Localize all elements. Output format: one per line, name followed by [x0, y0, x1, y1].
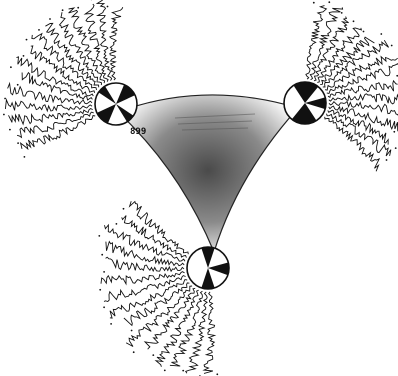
seismogram-trace	[97, 0, 112, 81]
seismogram-trace	[101, 272, 185, 284]
trace-end-mark	[152, 354, 154, 356]
trace-end-mark	[99, 289, 101, 291]
seismogram-trace	[329, 94, 398, 104]
trace-end-mark	[391, 45, 393, 47]
trace-end-mark	[313, 2, 315, 4]
trace-end-mark	[131, 330, 133, 332]
trace-end-mark	[393, 131, 395, 133]
trace-end-mark	[133, 351, 135, 353]
trace-end-mark	[3, 114, 5, 116]
trace-end-mark	[386, 159, 388, 161]
trace-end-mark	[62, 9, 64, 11]
seismogram-trace	[130, 201, 189, 254]
trace-end-mark	[24, 156, 26, 158]
seismogram-trace	[327, 114, 391, 156]
seismogram-trace	[306, 6, 327, 80]
trace-end-mark	[98, 235, 100, 237]
shaded-triangle	[118, 95, 298, 252]
trace-end-mark	[341, 12, 343, 14]
trace-end-mark	[26, 39, 28, 41]
seismogram-trace	[325, 57, 398, 90]
trace-end-mark	[328, 1, 330, 3]
trace-end-mark	[216, 373, 218, 375]
seismogram-trace	[204, 292, 215, 374]
seismogram-trace	[310, 7, 342, 79]
trace-end-mark	[38, 29, 40, 31]
trace-end-mark	[395, 147, 397, 149]
trace-end-mark	[103, 271, 105, 273]
seismogram-fan-upper-right	[306, 1, 398, 171]
trace-end-mark	[4, 98, 6, 100]
trace-end-mark	[123, 208, 125, 210]
seismogram-fan-upper-left	[3, 0, 123, 158]
mechanism-label: 899	[130, 127, 146, 137]
seismogram-trace	[110, 7, 123, 80]
seismogram-trace	[17, 112, 94, 137]
seismogram-trace	[145, 288, 195, 349]
trace-end-mark	[49, 18, 51, 20]
seismogram-fan-bottom	[98, 201, 218, 376]
trace-end-mark	[116, 223, 118, 225]
trace-end-mark	[9, 129, 11, 131]
trace-end-mark	[77, 7, 79, 9]
trace-end-mark	[182, 370, 184, 372]
trace-end-mark	[164, 370, 166, 372]
trace-end-mark	[10, 66, 12, 68]
trace-end-mark	[103, 306, 105, 308]
trace-end-mark	[380, 33, 382, 35]
seismogram-trace	[5, 100, 92, 111]
seismogram-trace	[328, 81, 398, 98]
trace-end-mark	[363, 31, 365, 33]
trace-end-mark	[101, 254, 103, 256]
trace-end-mark	[17, 84, 19, 86]
trace-end-mark	[353, 20, 355, 22]
trace-end-mark	[110, 323, 112, 325]
trace-end-mark	[107, 6, 109, 8]
beachball-icon	[187, 244, 230, 292]
trace-end-mark	[17, 142, 19, 144]
trace-end-mark	[23, 55, 25, 57]
seismogram-trace	[32, 34, 97, 90]
